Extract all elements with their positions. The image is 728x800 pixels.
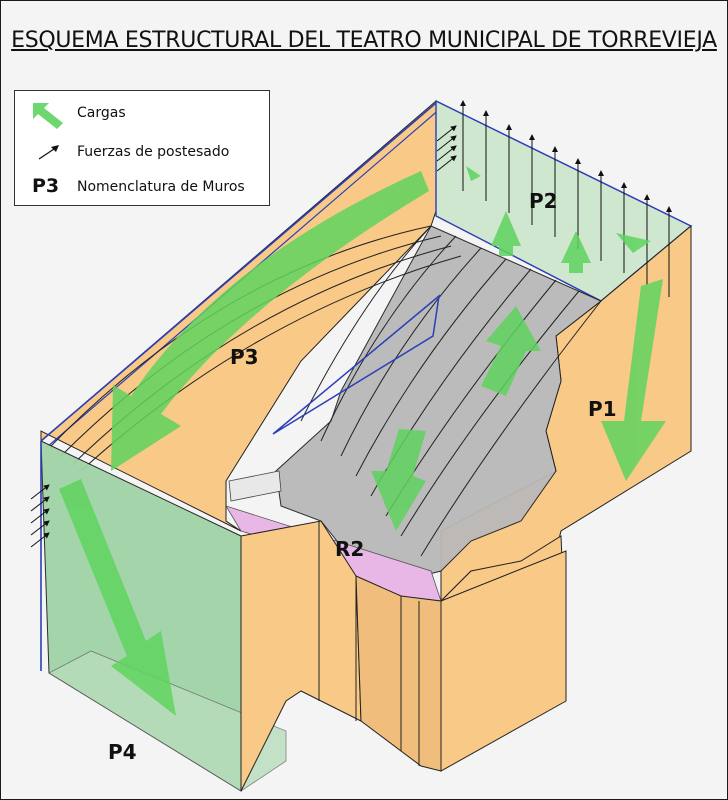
legend-label-nomenclature: Nomenclatura de Muros [77, 179, 245, 195]
wall-label-p1: P1 [588, 397, 617, 421]
page-title: ESQUEMA ESTRUCTURAL DEL TEATRO MUNICIPAL… [11, 28, 717, 53]
post-tension-forces-p4 [30, 484, 50, 548]
wall-label-p4: P4 [108, 740, 137, 764]
front-block-right [440, 550, 567, 772]
green-arrow-icon [33, 103, 63, 129]
front-block-center [355, 575, 442, 772]
post-tension-forces-top [436, 125, 457, 172]
legend-label-loads: Cargas [77, 105, 126, 121]
post-tension-forces-p2 [460, 100, 672, 297]
front-block [240, 520, 362, 792]
legend: Cargas Fuerzas de postesado P3 Nomenclat… [14, 90, 270, 206]
legend-label-post-tension: Fuerzas de postesado [77, 144, 230, 160]
load-arrows [59, 166, 666, 716]
wall-label-p3: P3 [230, 345, 259, 369]
wall-p4-base [48, 650, 287, 792]
black-arrow-icon [38, 145, 59, 160]
wall-label-r2: R2 [335, 537, 365, 561]
legend-code-example: P3 [32, 175, 60, 197]
wall-label-p2: P2 [529, 189, 558, 213]
